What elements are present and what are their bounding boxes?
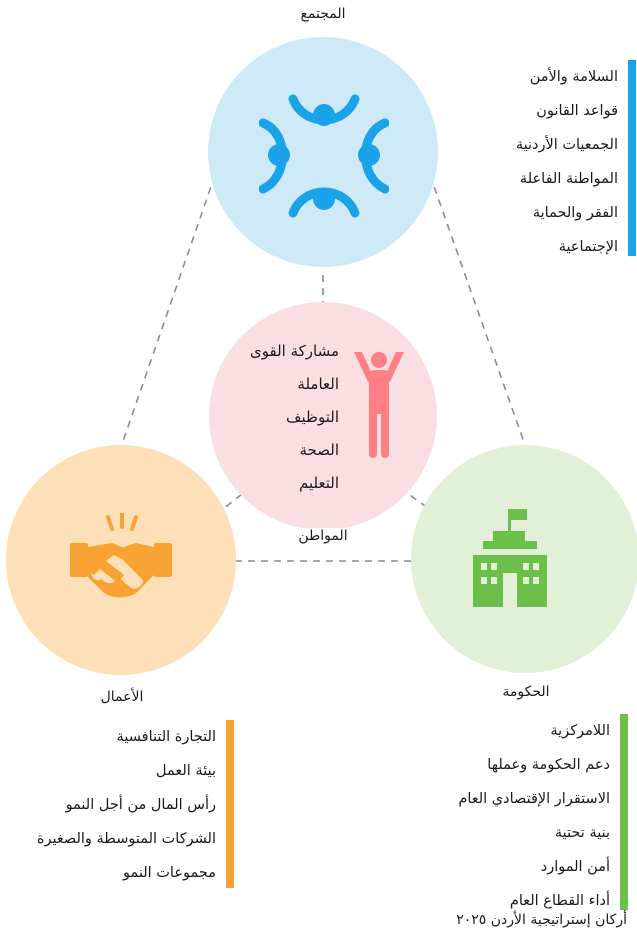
list-item: الإجتماعية — [558, 239, 618, 255]
citizen-circle: مشاركة القوى العاملة التوظيف الصحة التعل… — [209, 302, 437, 530]
list-item: اللامركزية — [550, 723, 610, 739]
society-list: السلامة والأمن قواعد القانون الجمعيات ال… — [440, 60, 636, 256]
business-list: التجارة التنافسية بيئة العمل رأس المال م… — [20, 720, 234, 888]
connector-citizen-business — [221, 477, 263, 511]
list-item: الفقر والحماية — [532, 205, 618, 221]
government-circle — [411, 445, 637, 673]
list-item: الجمعيات الأردنية — [515, 137, 618, 153]
list-item: رأس المال من أجل النمو — [65, 797, 216, 813]
connector-society-government — [429, 174, 526, 446]
government-building-icon — [473, 509, 547, 607]
government-list: اللامركزية دعم الحكومة وعملها الاستقرار … — [400, 714, 628, 910]
list-item: أداء القطاع العام — [509, 893, 610, 909]
list-item: بيئة العمل — [156, 763, 216, 779]
list-item: التعليم — [299, 474, 339, 492]
diagram-caption: أركان إستراتيجية الأردن ٢٠٢٥ — [456, 912, 627, 928]
list-item: دعم الحكومة وعملها — [487, 757, 610, 773]
people-circle-icon — [259, 94, 389, 218]
list-item: الاستقرار الإقتصادي العام — [458, 791, 610, 807]
list-item: قواعد القانون — [536, 103, 618, 119]
list-item: الصحة — [299, 441, 339, 459]
handshake-icon — [70, 513, 172, 598]
person-arms-raised-icon — [354, 352, 404, 458]
list-item: الشركات المتوسطة والصغيرة — [36, 831, 216, 847]
list-item: مجموعات النمو — [122, 865, 216, 881]
list-item: أمن الموارد — [540, 859, 610, 875]
citizen-label: المواطن — [273, 528, 373, 544]
list-item: المواطنة الفاعلة — [519, 171, 618, 187]
list-item: التوظيف — [285, 408, 339, 426]
list-item: السلامة والأمن — [529, 69, 618, 85]
list-item: بنية تحتية — [554, 825, 610, 841]
society-label: المجتمع — [300, 6, 346, 22]
list-item: التجارة التنافسية — [116, 729, 216, 745]
connector-society-business — [119, 174, 216, 451]
government-label: الحكومة — [502, 684, 550, 700]
business-circle — [6, 445, 236, 675]
list-item: العاملة — [297, 375, 339, 393]
business-label: الأعمال — [100, 689, 144, 705]
society-circle — [208, 37, 438, 267]
list-item: مشاركة القوى — [250, 342, 339, 360]
citizen-list: مشاركة القوى العاملة التوظيف الصحة التعل… — [219, 335, 339, 500]
